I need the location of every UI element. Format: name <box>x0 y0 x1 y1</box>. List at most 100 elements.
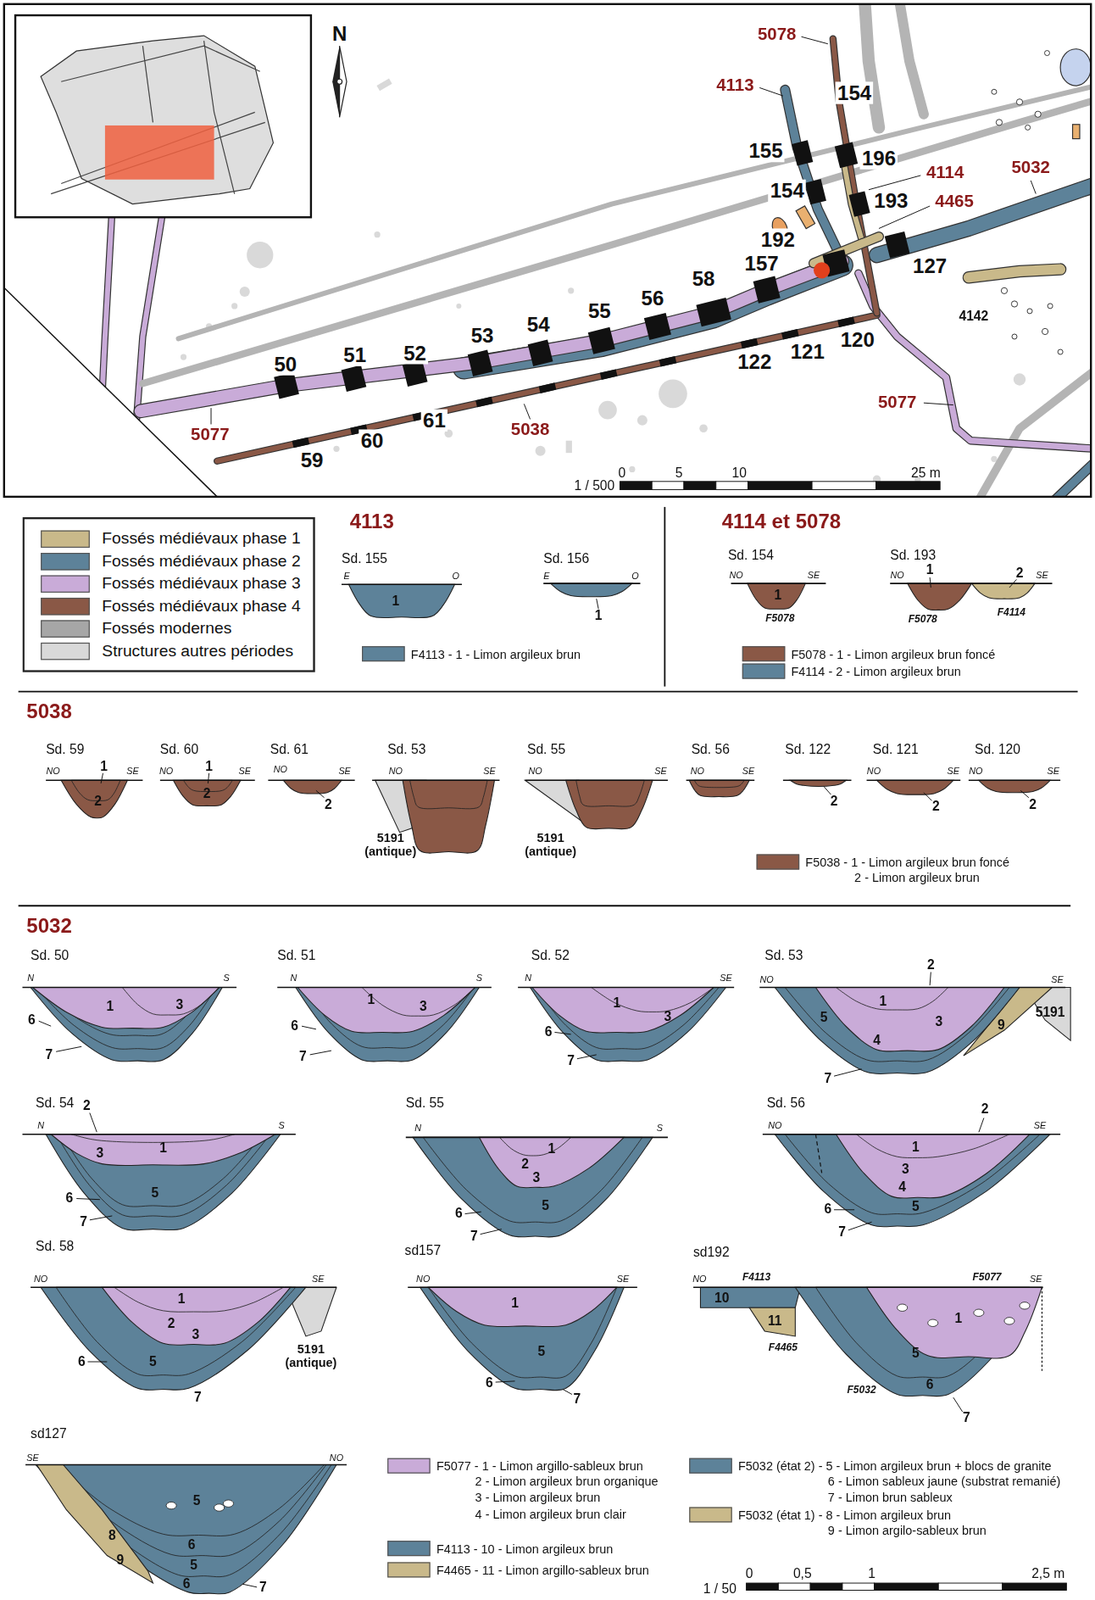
scale-bar <box>874 1582 940 1590</box>
layer-boundary <box>499 1136 571 1156</box>
legend-swatch <box>387 1561 431 1577</box>
ground-line <box>525 779 668 782</box>
section-profile <box>968 779 1061 792</box>
layer-key: F5032 (état 2) - 5 - Limon argileux brun… <box>689 1457 1051 1473</box>
leader-line <box>89 1111 97 1132</box>
sondage <box>475 396 494 408</box>
scale-label: 2,5 m <box>1031 1566 1065 1581</box>
sondage <box>695 297 731 327</box>
posthole <box>991 88 997 95</box>
legend-text: F4114 - 2 - Limon argileux brun <box>791 663 962 679</box>
ground-line <box>405 1136 668 1139</box>
sondage-number: 193 <box>872 189 911 212</box>
section-title: Sd. 55 <box>527 742 566 757</box>
layer-number: 6 <box>65 1190 73 1206</box>
ditch <box>140 261 843 412</box>
feature <box>813 261 830 278</box>
orientation-label: SE <box>742 767 755 778</box>
leader-line <box>1030 180 1036 195</box>
feature-number: 5038 <box>508 420 551 440</box>
ground-line <box>759 986 1066 989</box>
layer-number: 2 <box>83 1097 91 1112</box>
leader-line <box>211 407 212 424</box>
posthole <box>1025 124 1031 130</box>
fill-layer <box>348 583 455 617</box>
sondage-number: 155 <box>746 139 785 162</box>
legend-text: Fossés médiévaux phase 2 <box>101 551 301 571</box>
feature-number: 5032 <box>1009 158 1052 178</box>
layer-number: 5 <box>820 1010 829 1025</box>
ground-line <box>407 1285 638 1288</box>
leader-line <box>1020 789 1029 797</box>
sondage-number: 61 <box>421 408 449 431</box>
ditch <box>1055 461 1095 501</box>
sondage <box>292 437 311 449</box>
leader-line <box>55 1045 82 1051</box>
sondage-number: 127 <box>911 255 950 278</box>
fill-layer <box>36 1464 153 1584</box>
layer-number: 9 <box>116 1552 125 1568</box>
layer-number: 6 <box>27 1011 36 1027</box>
section-title: Sd. 56 <box>767 1095 806 1111</box>
orientation-label: SE <box>238 767 251 778</box>
fill-layer <box>532 987 714 1034</box>
sondage-number: 121 <box>788 340 827 363</box>
layer-number: 10 <box>714 1290 729 1306</box>
fill-layer <box>747 583 806 609</box>
section-title: Sd. 156 <box>543 551 590 567</box>
posthole <box>995 119 1002 126</box>
scale-bar <box>716 481 749 490</box>
fill-layer <box>427 1286 617 1327</box>
orientation-label: SE <box>616 1274 629 1285</box>
section-profile <box>759 987 1071 1074</box>
ditch <box>899 0 924 115</box>
legend-swatch <box>40 596 90 614</box>
ditch <box>216 315 877 462</box>
layer-number: 1 <box>205 759 213 774</box>
posthole <box>1047 303 1053 309</box>
sondage-number: 53 <box>468 324 496 347</box>
sondage-number: 122 <box>735 350 774 373</box>
fill-layer <box>907 583 973 610</box>
fill-layer <box>295 987 480 1062</box>
section-title: Sd. 56 <box>691 742 730 757</box>
orientation-label: NO <box>690 767 705 778</box>
inset-ditch <box>61 45 261 82</box>
granite-block <box>222 1499 234 1507</box>
layer-number: 5 <box>189 1557 198 1573</box>
scale-label: 25 m <box>911 466 941 481</box>
ditch <box>96 209 112 501</box>
legend-swatch <box>387 1539 431 1556</box>
other-period-pit <box>1013 372 1026 385</box>
scale-bar <box>651 481 684 490</box>
orientation-label: NO <box>867 767 881 778</box>
orientation-label: SE <box>654 767 667 778</box>
scale-label: 1 <box>867 1566 876 1581</box>
fill-layer <box>550 583 633 597</box>
posthole <box>1027 308 1033 314</box>
leader-line <box>848 1221 873 1230</box>
ditch <box>978 368 1095 500</box>
leader-line <box>87 1361 107 1362</box>
section-title: sd157 <box>405 1242 442 1257</box>
section-profile <box>30 1286 337 1390</box>
orientation-label: N <box>37 1120 45 1131</box>
layer-number: 2 <box>324 797 333 812</box>
posthole <box>1011 333 1018 340</box>
orientation-label: NO <box>890 571 905 582</box>
layer-number: 2 <box>94 794 102 809</box>
orientation-label: SE <box>807 571 820 582</box>
other-period-pit <box>231 302 238 309</box>
legend-swatch <box>689 1506 733 1522</box>
legend-swatch <box>40 574 90 592</box>
legend-text: F5078 - 1 - Limon argileux brun foncé <box>791 646 996 662</box>
ground-line <box>693 1285 1044 1288</box>
ground-line <box>25 1463 347 1466</box>
layer-number: 1 <box>594 608 603 623</box>
ground-line <box>267 779 355 782</box>
layer-number: 3 <box>419 999 428 1014</box>
layer-number: 1 <box>100 759 108 774</box>
layer-number: 1 <box>911 1139 920 1155</box>
sondage <box>467 350 494 378</box>
sondage-number: 54 <box>524 312 552 335</box>
